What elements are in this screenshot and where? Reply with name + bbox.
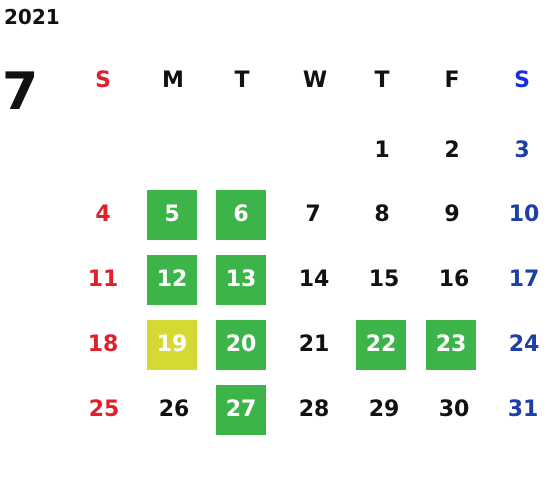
day-cell[interactable]: 24 [508, 332, 540, 357]
day-cell[interactable]: 25 [88, 397, 120, 422]
day-cell[interactable]: 11 [87, 267, 119, 292]
day-cell[interactable]: 28 [298, 397, 330, 422]
weekday-header-mon: M [162, 68, 184, 93]
day-cell-today[interactable]: 19 [147, 320, 197, 370]
day-cell[interactable]: 14 [298, 267, 330, 292]
day-cell-highlighted[interactable]: 20 [216, 320, 266, 370]
day-cell[interactable]: 10 [508, 202, 540, 227]
day-cell[interactable]: 8 [374, 202, 390, 227]
weekday-header-wed: W [302, 68, 328, 93]
day-cell[interactable]: 30 [438, 397, 470, 422]
weekday-header-thu: T [374, 68, 390, 93]
weekday-header-fri: F [444, 68, 460, 93]
day-cell-highlighted[interactable]: 23 [426, 320, 476, 370]
day-cell[interactable]: 17 [508, 267, 540, 292]
day-cell[interactable]: 18 [87, 332, 119, 357]
day-cell[interactable]: 16 [438, 267, 470, 292]
day-cell[interactable]: 9 [444, 202, 460, 227]
day-cell-highlighted[interactable]: 5 [147, 190, 197, 240]
weekday-header-sun: S [95, 68, 111, 93]
day-cell[interactable]: 4 [95, 202, 111, 227]
day-cell[interactable]: 15 [368, 267, 400, 292]
day-cell-highlighted[interactable]: 27 [216, 385, 266, 435]
day-cell[interactable]: 2 [444, 138, 460, 163]
day-cell-highlighted[interactable]: 13 [216, 255, 266, 305]
day-cell-highlighted[interactable]: 6 [216, 190, 266, 240]
day-cell[interactable]: 31 [507, 397, 539, 422]
weekday-header-tue: T [234, 68, 250, 93]
month-label: 7 [2, 62, 39, 122]
weekday-header-sat: S [514, 68, 530, 93]
day-cell[interactable]: 21 [298, 332, 330, 357]
day-cell[interactable]: 29 [368, 397, 400, 422]
day-cell[interactable]: 7 [305, 202, 321, 227]
day-cell[interactable]: 1 [374, 138, 390, 163]
day-cell-highlighted[interactable]: 12 [147, 255, 197, 305]
day-cell-highlighted[interactable]: 22 [356, 320, 406, 370]
day-cell[interactable]: 3 [514, 138, 530, 163]
day-cell[interactable]: 26 [158, 397, 190, 422]
year-label: 2021 [4, 5, 60, 29]
